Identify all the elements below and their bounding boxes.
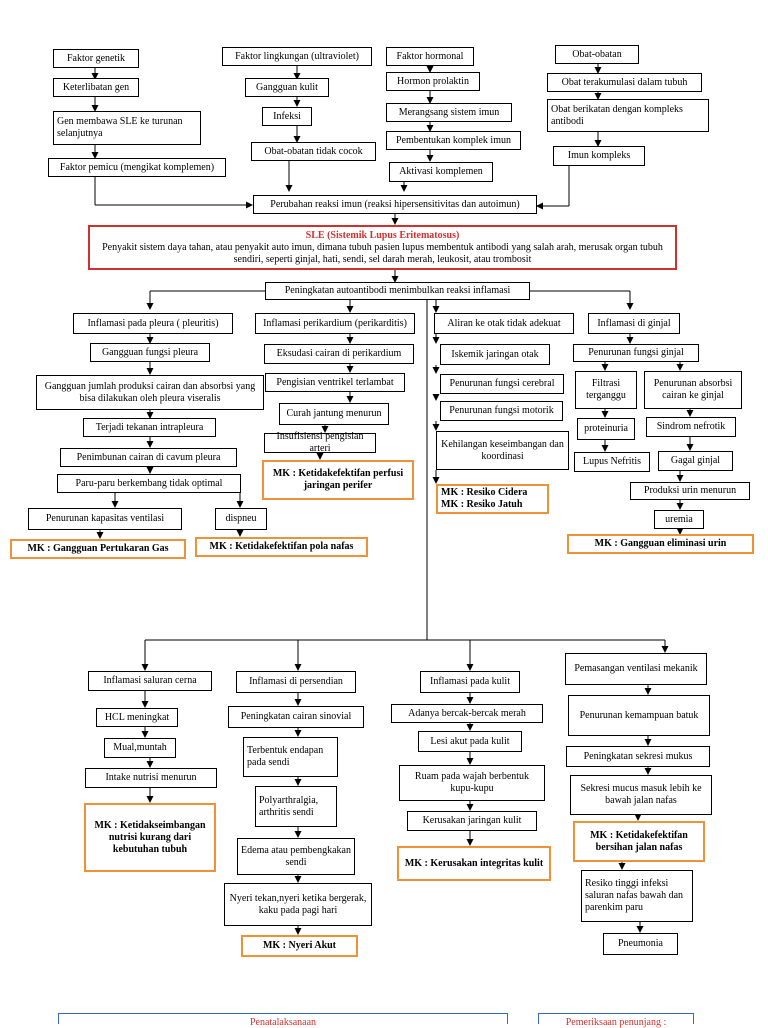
mk-resiko-cidera: MK : Resiko Cidera — [441, 487, 528, 498]
mk-gangguan-eliminasi-urin: MK : Gangguan eliminasi urin — [567, 534, 754, 554]
node-inflamasi-ginjal: Inflamasi di ginjal — [588, 313, 680, 334]
node-obat-terakumulasi: Obat terakumulasi dalam tubuh — [547, 73, 702, 92]
node-proteinuria: proteinuria — [577, 418, 635, 440]
node-pembentukan-komplek: Pembentukan komplek imun — [386, 131, 521, 150]
node-cairan-sinovial: Peningkatan cairan sinovial — [228, 706, 364, 728]
node-ruam-wajah: Ruam pada wajah berbentuk kupu-kupu — [399, 765, 545, 801]
node-penurunan-fungsi-ginjal: Penurunan fungsi ginjal — [573, 344, 699, 362]
panel-pemeriksaan-penunjang: Pemeriksaan penunjang : — [538, 1013, 694, 1028]
node-keterlibatan-gen: Keterlibatan gen — [53, 78, 139, 97]
node-uremia: uremia — [654, 510, 704, 529]
node-gangguan-fungsi-pleura: Gangguan fungsi pleura — [90, 343, 210, 362]
node-insufisiensi: Insufisiensi pengisian arteri — [264, 431, 376, 454]
node-sekresi-mukus: Peningkatan sekresi mukus — [566, 746, 710, 767]
mk-gangguan-pertukaran-gas: MK : Gangguan Pertukaran Gas — [10, 539, 186, 559]
node-iskemik: Iskemik jaringan otak — [440, 344, 550, 365]
node-penurunan-kapasitas: Penurunan kapasitas ventilasi — [28, 508, 182, 530]
sle-title: SLE (Sistemik Lupus Eritematosus) — [305, 229, 460, 241]
node-penurunan-absorbsi: Penurunan absorbsi cairan ke ginjal — [644, 371, 742, 409]
node-imun-kompleks: Imun kompleks — [553, 146, 645, 166]
node-nyeri-tekan: Nyeri tekan,nyeri ketika bergerak, kaku … — [224, 883, 372, 926]
node-inflamasi-pleura: Inflamasi pada pleura ( pleuritis) — [73, 313, 233, 334]
mk-nyeri-akut: MK : Nyeri Akut — [241, 935, 358, 957]
node-polyarthralgia: Polyarthralgia, arthritis sendi — [255, 786, 337, 827]
node-merangsang-imun: Merangsang sistem imun — [386, 103, 512, 122]
node-obat-tidak-cocok: Obat-obatan tidak cocok — [251, 142, 376, 161]
node-pneumonia: Pneumonia — [603, 933, 678, 955]
node-sekresi-masuk: Sekresi mucus masuk lebih ke bawah jalan… — [570, 775, 712, 815]
mk-bersihan-jalan-nafas: MK : Ketidakefektifan bersihan jalan naf… — [573, 821, 705, 862]
node-inflamasi-cerna: Inflamasi saluran cerna — [88, 671, 212, 691]
mk-perfusi-jaringan: MK : Ketidakefektifan perfusi jaringan p… — [262, 460, 414, 500]
node-hormon-prolaktin: Hormon prolaktin — [386, 72, 480, 91]
node-faktor-genetik: Faktor genetik — [53, 49, 139, 68]
node-faktor-hormonal: Faktor hormonal — [386, 47, 474, 66]
mk-pola-nafas: MK : Ketidakefektifan pola nafas — [195, 537, 368, 557]
node-gangguan-kulit: Gangguan kulit — [245, 78, 329, 97]
node-obat-berikatan: Obat berikatan dengan kompleks antibodi — [547, 99, 709, 132]
node-peningkatan-autoantibodi: Peningkatan autoantibodi menimbulkan rea… — [265, 282, 530, 300]
mk-nutrisi: MK : Ketidakseimbangan nutrisi kurang da… — [84, 803, 216, 872]
node-kerusakan-jaringan: Kerusakan jaringan kulit — [407, 811, 537, 831]
node-obat-obatan: Obat-obatan — [555, 45, 639, 64]
panel-penatalaksanaan-title: Penatalaksanaan — [249, 1017, 317, 1028]
node-kemampuan-batuk: Penurunan kemampuan batuk — [568, 695, 710, 736]
node-penimbunan-cairan: Penimbunan cairan di cavum pleura — [60, 448, 237, 467]
node-kehilangan-keseimbangan: Kehilangan keseimbangan dan koordinasi — [436, 431, 569, 470]
node-curah-jantung: Curah jantung menurun — [279, 403, 389, 425]
mk-resiko-jatuh: MK : Resiko Jatuh — [441, 499, 523, 510]
node-aktivasi-komplemen: Aktivasi komplemen — [389, 162, 493, 182]
node-tekanan-intrapleura: Terjadi tekanan intrapleura — [83, 418, 216, 437]
node-sindrom-nefrotik: Sindrom nefrotik — [646, 417, 736, 437]
node-endapan-sendi: Terbentuk endapan pada sendi — [243, 737, 338, 777]
node-penurunan-cerebral: Penurunan fungsi cerebral — [440, 374, 564, 394]
node-lesi-akut: Lesi akut pada kulit — [418, 731, 522, 752]
node-edema: Edema atau pembengkakan sendi — [237, 838, 355, 875]
node-gagal-ginjal: Gagal ginjal — [658, 451, 733, 471]
node-inflamasi-perikardium: Inflamasi perikardium (perikarditis) — [255, 313, 415, 334]
sle-description: Penyakit sistem daya tahan, atau penyaki… — [102, 241, 663, 265]
node-resiko-infeksi: Resiko tinggi infeksi saluran nafas bawa… — [581, 870, 693, 922]
node-ventilasi-mekanik: Pemasangan ventilasi mekanik — [565, 653, 707, 685]
node-perubahan-reaksi-imun: Perubahan reaksi imun (reaksi hipersensi… — [253, 195, 537, 214]
node-gen-membawa-sle: Gen membawa SLE ke turunan selanjutnya — [53, 111, 201, 145]
node-dispneu: dispneu — [215, 508, 267, 530]
node-intake-nutrisi: Intake nutrisi menurun — [85, 768, 217, 788]
node-penurunan-motorik: Penurunan fungsi motorik — [440, 401, 563, 421]
node-hcl-meningkat: HCL meningkat — [96, 708, 178, 727]
node-eksudasi-cairan: Eksudasi cairan di perikardium — [264, 344, 414, 364]
mk-resiko-cidera-jatuh: MK : Resiko Cidera MK : Resiko Jatuh — [436, 484, 549, 514]
node-filtrasi: Filtrasi terganggu — [575, 371, 637, 409]
node-inflamasi-persendian: Inflamasi di persendian — [236, 671, 356, 693]
node-mual-muntah: Mual,muntah — [104, 738, 176, 758]
panel-pemeriksaan-title: Pemeriksaan penunjang : — [565, 1017, 667, 1028]
node-gangguan-jumlah-cairan: Gangguan jumlah produksi cairan dan abso… — [36, 375, 264, 410]
node-bercak-merah: Adanya bercak-bercak merah — [391, 704, 543, 723]
mk-integritas-kulit: MK : Kerusakan integritas kulit — [397, 846, 551, 881]
node-paru-berkembang: Paru-paru berkembang tidak optimal — [57, 474, 241, 493]
node-produksi-urin: Produksi urin menurun — [630, 482, 750, 500]
node-faktor-lingkungan: Faktor lingkungan (ultraviolet) — [222, 47, 372, 66]
panel-penatalaksanaan: Penatalaksanaan — [58, 1013, 508, 1028]
node-infeksi: Infeksi — [262, 107, 312, 126]
node-pengisian-ventrikel: Pengisian ventrikel terlambat — [265, 373, 405, 392]
node-lupus-nefritis: Lupus Nefritis — [574, 452, 650, 472]
node-aliran-otak: Aliran ke otak tidak adekuat — [434, 313, 574, 334]
node-sle: SLE (Sistemik Lupus Eritematosus) Penyak… — [88, 225, 677, 270]
node-faktor-pemicu: Faktor pemicu (mengikat komplemen) — [48, 158, 226, 177]
node-inflamasi-kulit: Inflamasi pada kulit — [420, 671, 520, 693]
